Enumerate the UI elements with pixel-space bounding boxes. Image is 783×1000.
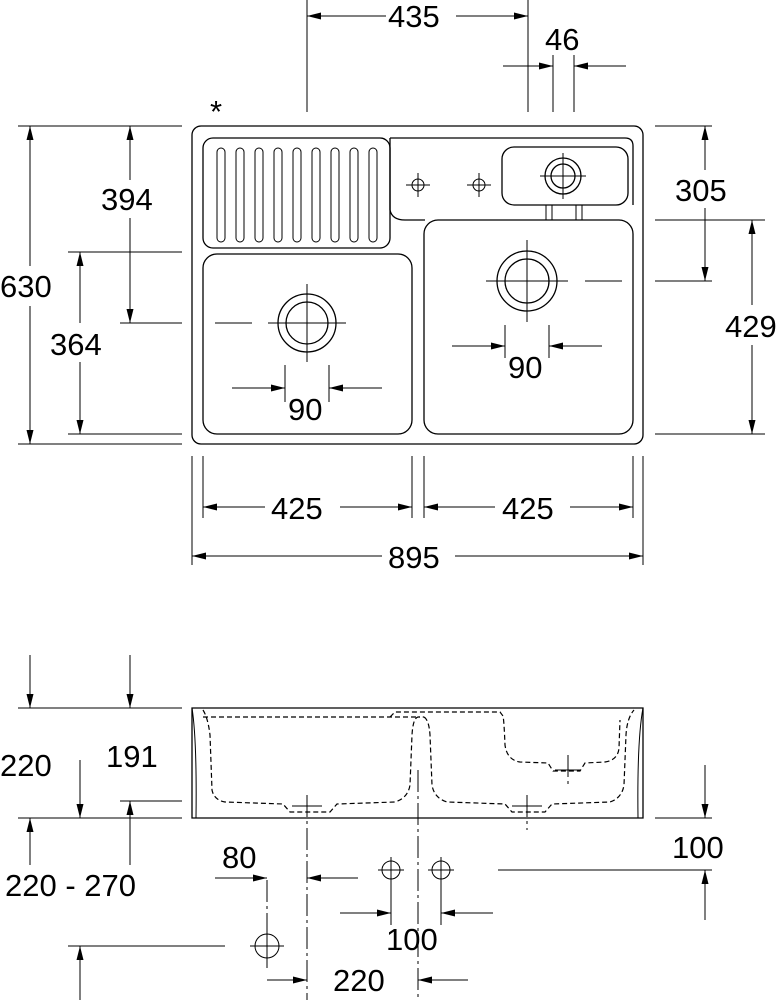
hidden-small-bowl xyxy=(389,711,621,772)
small-bowl xyxy=(501,146,629,206)
left-bowl-waste-icon xyxy=(215,284,346,362)
right-bowl-waste-icon xyxy=(486,240,622,322)
dim-drainer-height: 394 xyxy=(101,182,153,217)
dimension-lines xyxy=(26,12,756,560)
dim-right-bowl-width: 425 xyxy=(502,491,554,526)
dim-small-bowl-height: 305 xyxy=(675,173,727,208)
dim-tap-width: 46 xyxy=(545,22,579,57)
pipe-connection-icon xyxy=(378,857,404,883)
top-view: * 435 46 630 394 364 305 429 90 90 425 4… xyxy=(0,0,777,575)
dim-depth-outer: 220 xyxy=(0,748,52,783)
dim-left-bowl-height: 364 xyxy=(50,327,102,362)
dim-front-height: 100 xyxy=(672,830,724,865)
extension-lines-side xyxy=(18,707,712,947)
dim-right-bowl-height: 429 xyxy=(725,309,777,344)
dim-left-waste-offset: 90 xyxy=(288,392,322,427)
left-bowl xyxy=(202,253,413,435)
hidden-left-bowl xyxy=(202,709,424,813)
dim-pipe-offset: 220 xyxy=(333,963,385,998)
waste-marker-icon xyxy=(292,769,580,807)
asterisk-marker: * xyxy=(210,94,222,129)
tap-hole-icon xyxy=(406,173,430,197)
dimension-lines-side xyxy=(26,655,709,1000)
dim-total-width: 895 xyxy=(388,540,440,575)
hidden-right-bowl xyxy=(423,709,635,813)
drainer-board xyxy=(202,137,391,249)
dim-tap-offset: 435 xyxy=(388,0,440,34)
overflow-connector xyxy=(545,204,583,221)
dim-height-total: 630 xyxy=(0,269,52,304)
sink-body-outline xyxy=(191,707,644,819)
tap-hole-icon xyxy=(467,173,491,197)
dim-right-waste-offset: 90 xyxy=(508,350,542,385)
dim-left-bowl-width: 425 xyxy=(271,491,323,526)
drain-pipe-icon xyxy=(250,929,284,963)
side-view: 220 191 220 - 270 80 100 100 220 xyxy=(0,655,724,1000)
pipe-connection-icon xyxy=(428,857,454,883)
dim-waste-spacing: 80 xyxy=(222,840,256,875)
drainer-ribs xyxy=(216,147,378,243)
extension-lines xyxy=(18,0,765,565)
sink-outline xyxy=(191,125,644,445)
dim-install-height: 220 - 270 xyxy=(5,868,136,903)
dim-depth-inner: 191 xyxy=(106,739,158,774)
deck-edge xyxy=(389,137,634,221)
right-bowl xyxy=(423,219,634,435)
dim-pipe-spacing: 100 xyxy=(386,922,438,957)
small-bowl-waste-icon xyxy=(540,153,586,199)
